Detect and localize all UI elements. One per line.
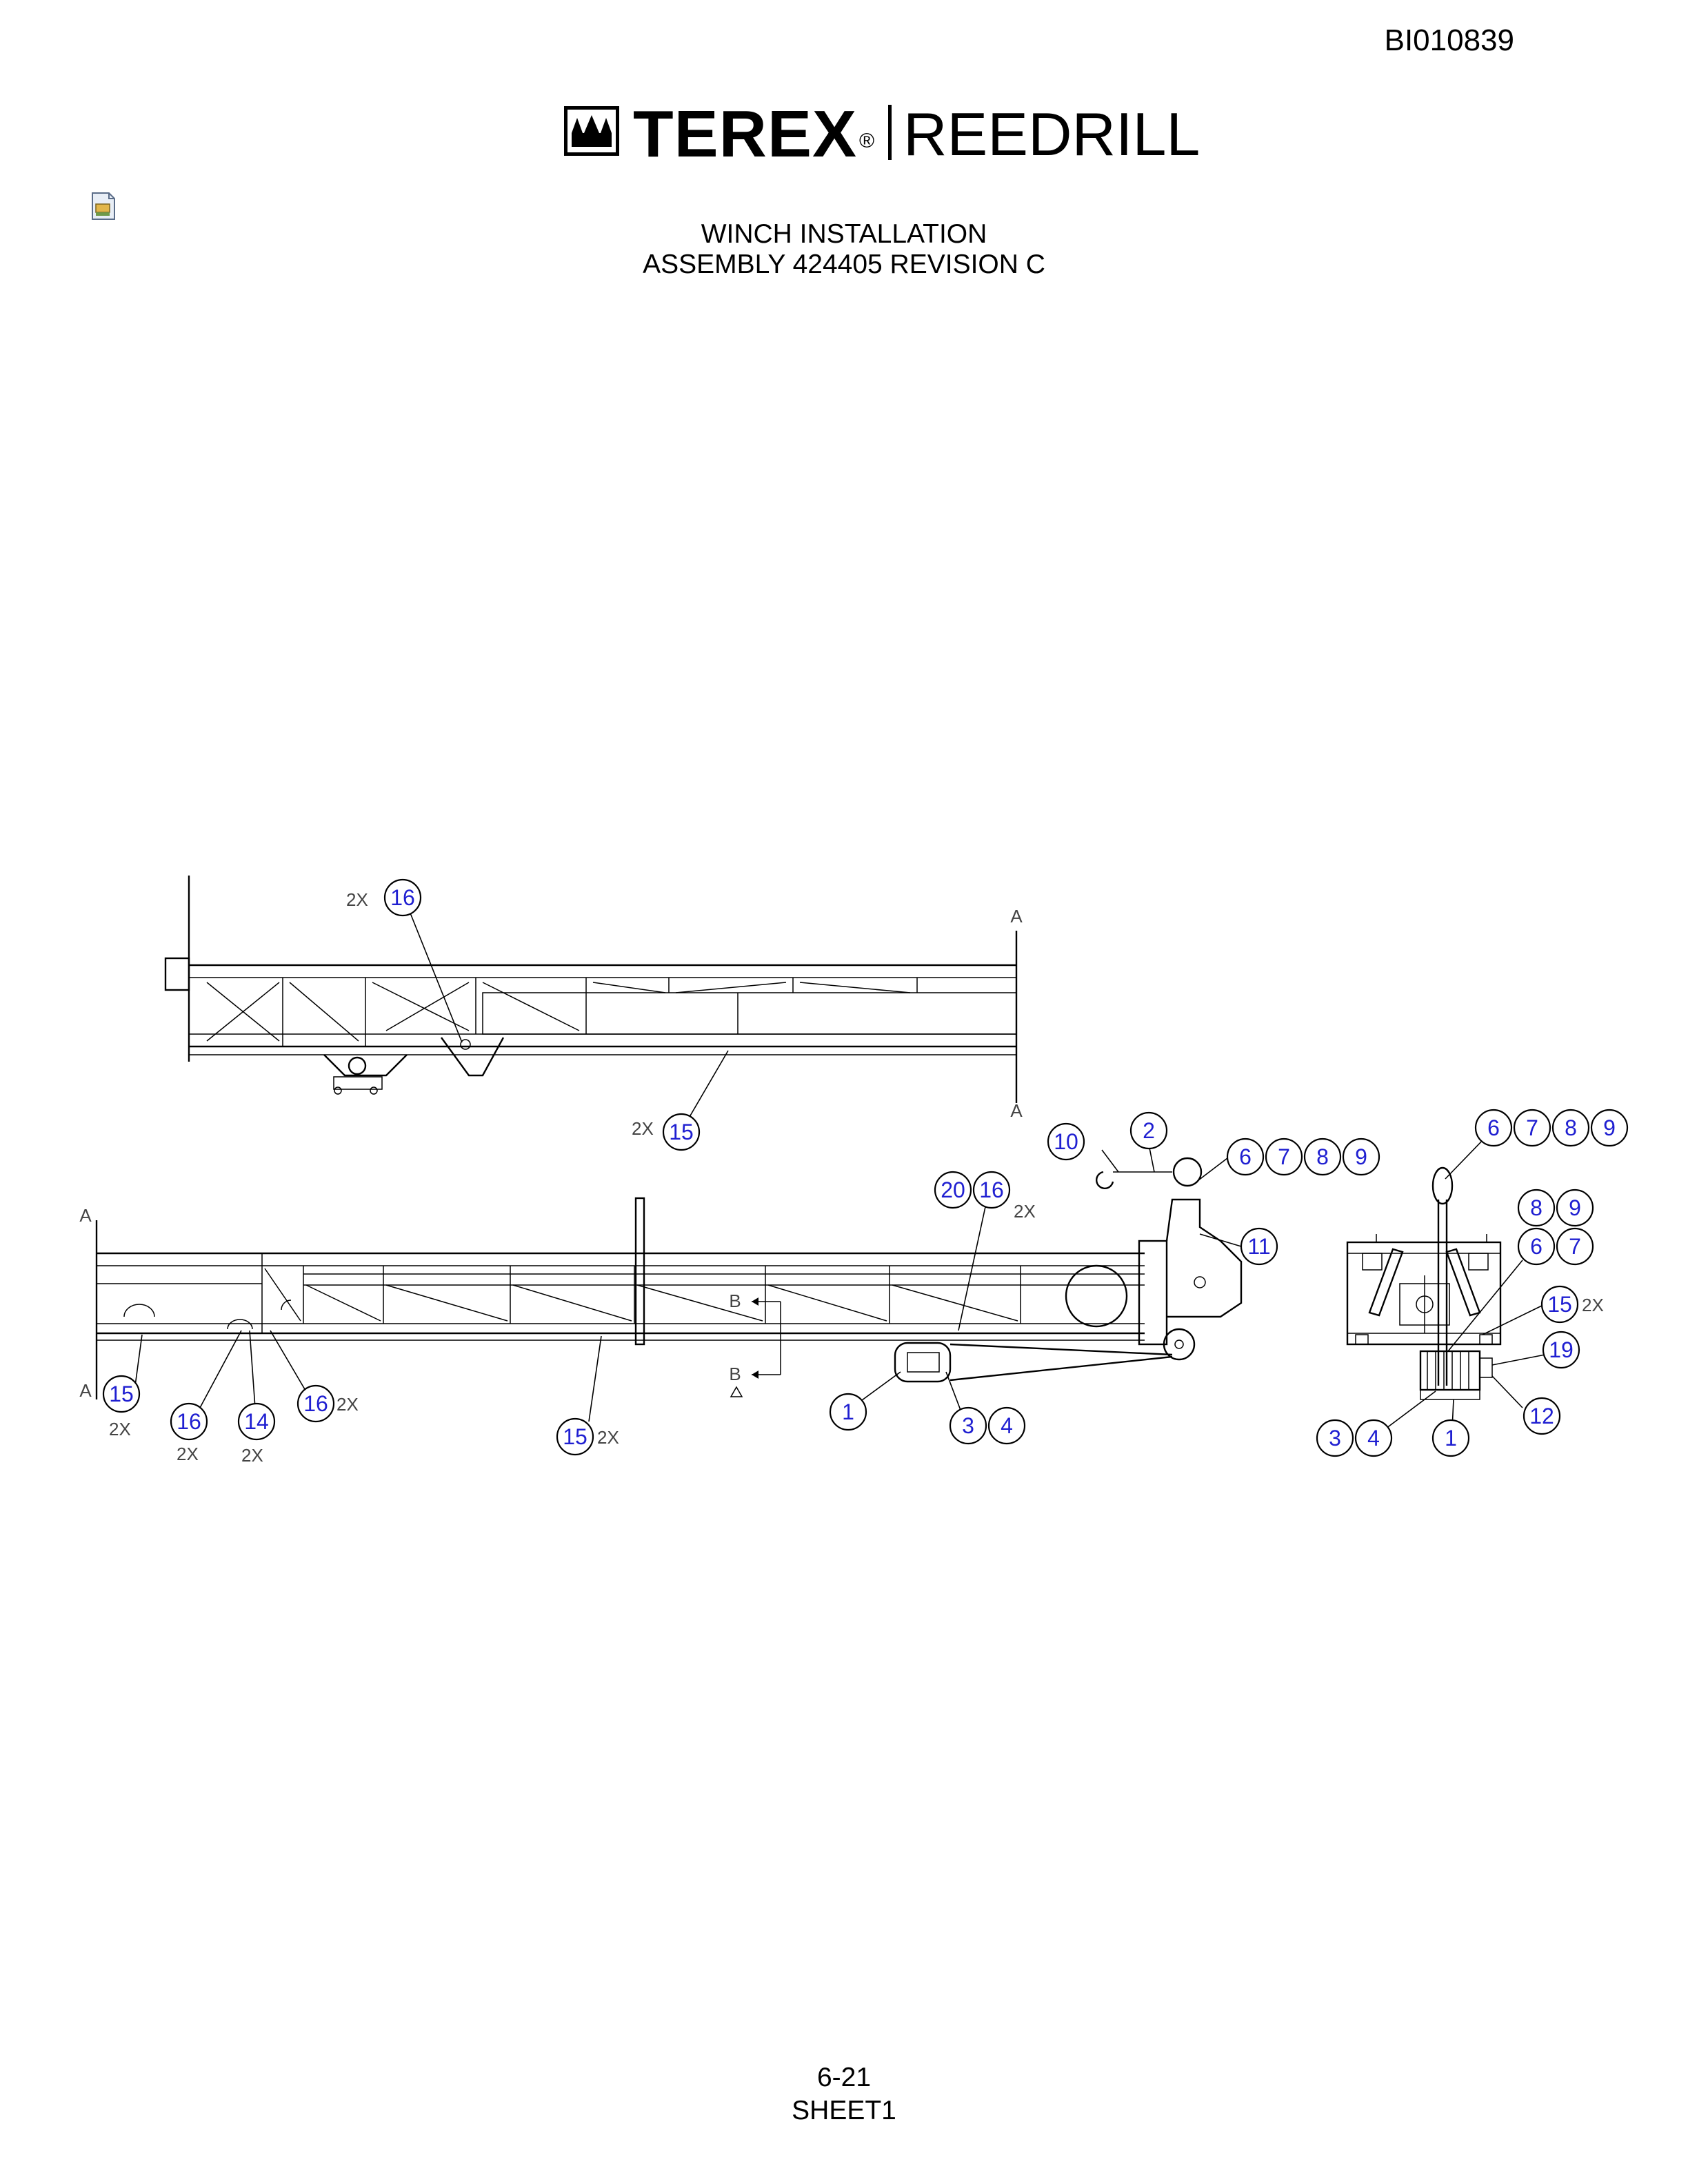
svg-text:10: 10 bbox=[1054, 1129, 1078, 1154]
balloon-7: 7 bbox=[1513, 1109, 1551, 1147]
svg-text:8: 8 bbox=[1316, 1144, 1329, 1169]
svg-text:6: 6 bbox=[1530, 1234, 1543, 1259]
svg-text:11: 11 bbox=[1247, 1234, 1270, 1259]
svg-text:19: 19 bbox=[1549, 1337, 1574, 1362]
balloon-15: 15 bbox=[662, 1113, 701, 1151]
balloon-6: 6 bbox=[1517, 1227, 1556, 1266]
svg-text:6: 6 bbox=[1487, 1115, 1500, 1140]
section-b-label: B bbox=[729, 1364, 741, 1384]
svg-text:12: 12 bbox=[1529, 1404, 1554, 1428]
balloon-20: 20 bbox=[934, 1171, 972, 1209]
qty-2x: 2X bbox=[597, 1427, 619, 1448]
balloon-19: 19 bbox=[1542, 1331, 1580, 1369]
balloon-1: 1 bbox=[1431, 1419, 1470, 1457]
svg-text:14: 14 bbox=[244, 1409, 269, 1434]
svg-text:16: 16 bbox=[177, 1409, 201, 1434]
balloon-1: 1 bbox=[829, 1393, 867, 1431]
svg-text:20: 20 bbox=[941, 1177, 965, 1202]
balloon-15: 15 bbox=[556, 1417, 594, 1456]
qty-2x: 2X bbox=[336, 1394, 359, 1415]
balloon-14: 14 bbox=[237, 1402, 276, 1441]
section-a-label-bottom: A bbox=[1010, 1100, 1023, 1121]
sheet-label: SHEET1 bbox=[792, 2096, 896, 2125]
terex-reedrill-logo: TEREX ® REEDRILL bbox=[564, 97, 1200, 171]
balloon-8: 8 bbox=[1551, 1109, 1590, 1147]
svg-text:9: 9 bbox=[1569, 1195, 1581, 1220]
svg-text:7: 7 bbox=[1278, 1144, 1290, 1169]
balloon-16: 16 bbox=[972, 1171, 1011, 1209]
balloon-16: 16 bbox=[297, 1384, 335, 1423]
balloon-2: 2 bbox=[1129, 1111, 1168, 1150]
svg-text:8: 8 bbox=[1565, 1115, 1577, 1140]
svg-text:15: 15 bbox=[1547, 1292, 1572, 1317]
attachment-document-icon[interactable] bbox=[91, 192, 116, 221]
svg-text:15: 15 bbox=[563, 1424, 587, 1449]
balloon-7: 7 bbox=[1265, 1138, 1303, 1176]
svg-text:3: 3 bbox=[962, 1413, 974, 1438]
crown-logo-icon bbox=[564, 106, 619, 156]
section-a-label: A bbox=[79, 1380, 92, 1401]
balloon-8: 8 bbox=[1303, 1138, 1342, 1176]
drawing-title: WINCH INSTALLATION bbox=[701, 219, 987, 249]
balloon-9: 9 bbox=[1342, 1138, 1380, 1176]
page-number: 6-21 bbox=[816, 2063, 872, 2092]
svg-text:1: 1 bbox=[1445, 1426, 1457, 1450]
svg-text:7: 7 bbox=[1569, 1234, 1581, 1259]
balloon-8: 8 bbox=[1517, 1189, 1556, 1227]
qty-2x: 2X bbox=[109, 1419, 131, 1439]
balloon-4: 4 bbox=[987, 1406, 1026, 1445]
balloon-9: 9 bbox=[1590, 1109, 1629, 1147]
balloon-16: 16 bbox=[383, 878, 422, 917]
svg-text:9: 9 bbox=[1603, 1115, 1616, 1140]
document-id: BI010839 bbox=[1384, 23, 1514, 57]
svg-text:16: 16 bbox=[303, 1391, 328, 1416]
logo-separator bbox=[888, 105, 892, 160]
qty-2x: 2X bbox=[346, 889, 368, 910]
svg-text:4: 4 bbox=[1001, 1413, 1013, 1438]
svg-text:1: 1 bbox=[842, 1399, 854, 1424]
balloon-15: 15 bbox=[102, 1375, 141, 1413]
balloon-6: 6 bbox=[1474, 1109, 1513, 1147]
qty-2x: 2X bbox=[1582, 1295, 1604, 1315]
svg-text:7: 7 bbox=[1526, 1115, 1538, 1140]
balloon-11: 11 bbox=[1240, 1227, 1278, 1266]
balloon-6: 6 bbox=[1226, 1138, 1265, 1176]
svg-text:15: 15 bbox=[669, 1120, 694, 1144]
balloon-9: 9 bbox=[1556, 1189, 1594, 1227]
upper-mast-view: A A 2X 2X bbox=[164, 876, 1023, 1139]
balloon-3: 3 bbox=[1316, 1419, 1354, 1457]
balloon-7: 7 bbox=[1556, 1227, 1594, 1266]
qty-2x: 2X bbox=[1014, 1201, 1036, 1222]
balloon-12: 12 bbox=[1523, 1397, 1561, 1435]
svg-text:4: 4 bbox=[1367, 1426, 1380, 1450]
balloon-16: 16 bbox=[170, 1402, 208, 1441]
balloon-15: 15 bbox=[1540, 1285, 1579, 1324]
svg-text:9: 9 bbox=[1355, 1144, 1367, 1169]
balloon-4: 4 bbox=[1354, 1419, 1393, 1457]
svg-text:8: 8 bbox=[1530, 1195, 1543, 1220]
svg-text:16: 16 bbox=[390, 885, 415, 910]
section-a-label: A bbox=[79, 1205, 92, 1226]
svg-text:6: 6 bbox=[1239, 1144, 1252, 1169]
logo-registered-mark: ® bbox=[859, 130, 875, 152]
svg-text:16: 16 bbox=[979, 1177, 1004, 1202]
drawing-subtitle: ASSEMBLY 424405 REVISION C bbox=[643, 250, 1045, 279]
svg-text:3: 3 bbox=[1329, 1426, 1341, 1450]
svg-text:2: 2 bbox=[1143, 1118, 1155, 1143]
logo-product-text: REEDRILL bbox=[903, 100, 1200, 168]
section-b-label: B bbox=[729, 1291, 741, 1311]
balloon-10: 10 bbox=[1047, 1122, 1085, 1161]
qty-2x: 2X bbox=[177, 1444, 199, 1464]
qty-2x: 2X bbox=[241, 1445, 263, 1466]
balloon-3: 3 bbox=[949, 1406, 987, 1445]
section-a-label-top: A bbox=[1010, 906, 1023, 927]
logo-brand-text: TEREX bbox=[633, 97, 858, 171]
qty-2x: 2X bbox=[632, 1118, 654, 1139]
end-view-section: 2X bbox=[1346, 1137, 1604, 1429]
svg-text:15: 15 bbox=[109, 1382, 134, 1406]
lower-mast-view: A A bbox=[79, 1144, 1243, 1466]
